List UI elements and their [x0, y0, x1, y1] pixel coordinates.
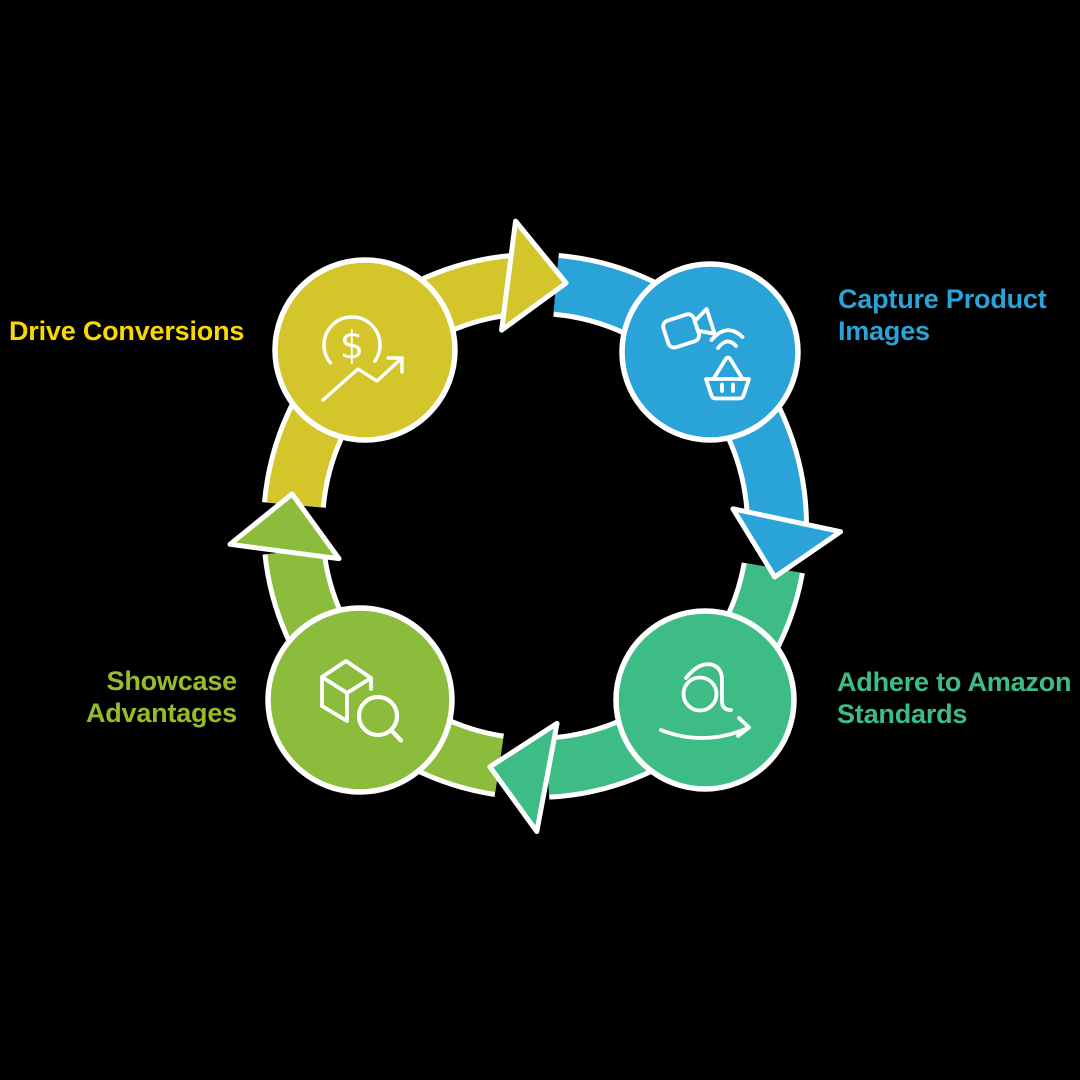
arrow-capture-to-adhere-icon — [730, 506, 844, 580]
node-adhere-to-amazon-standards — [613, 608, 797, 792]
label-line: Standards — [837, 699, 968, 729]
arrow-drive-to-capture-icon — [499, 218, 569, 333]
dollar-sign: $ — [340, 323, 364, 367]
label-showcase-advantages: Showcase Advantages — [0, 665, 237, 729]
label-adhere-to-amazon-standards: Adhere to Amazon Standards — [837, 666, 1072, 730]
label-line: Drive Conversions — [9, 316, 245, 346]
label-line: Advantages — [85, 698, 237, 728]
arrow-adhere-to-showcase-icon — [487, 720, 560, 835]
cube-magnifier-icon — [320, 659, 404, 743]
node-circle-capture-product-images — [619, 261, 801, 443]
coin-dollar-growth-icon: $ — [321, 315, 404, 402]
node-capture-product-images — [619, 261, 801, 443]
label-line: Showcase — [106, 666, 238, 696]
label-line: Adhere to Amazon — [837, 667, 1072, 697]
label-line: Capture Product — [838, 284, 1047, 314]
node-showcase-advantages — [265, 605, 455, 795]
flow-arrows — [227, 218, 844, 835]
label-line: Images — [838, 316, 930, 346]
node-drive-conversions: $ — [272, 257, 458, 443]
video-camera-basket-icon — [661, 307, 751, 401]
arrow-showcase-to-drive-icon — [227, 491, 342, 562]
node-circle-adhere-to-amazon-standards — [613, 608, 797, 792]
node-circle-drive-conversions — [272, 257, 458, 443]
node-circle-showcase-advantages — [265, 605, 455, 795]
label-capture-product-images: Capture Product Images — [838, 283, 1047, 347]
label-drive-conversions: Drive Conversions — [9, 315, 244, 347]
amazon-a-smile-icon — [659, 662, 751, 740]
